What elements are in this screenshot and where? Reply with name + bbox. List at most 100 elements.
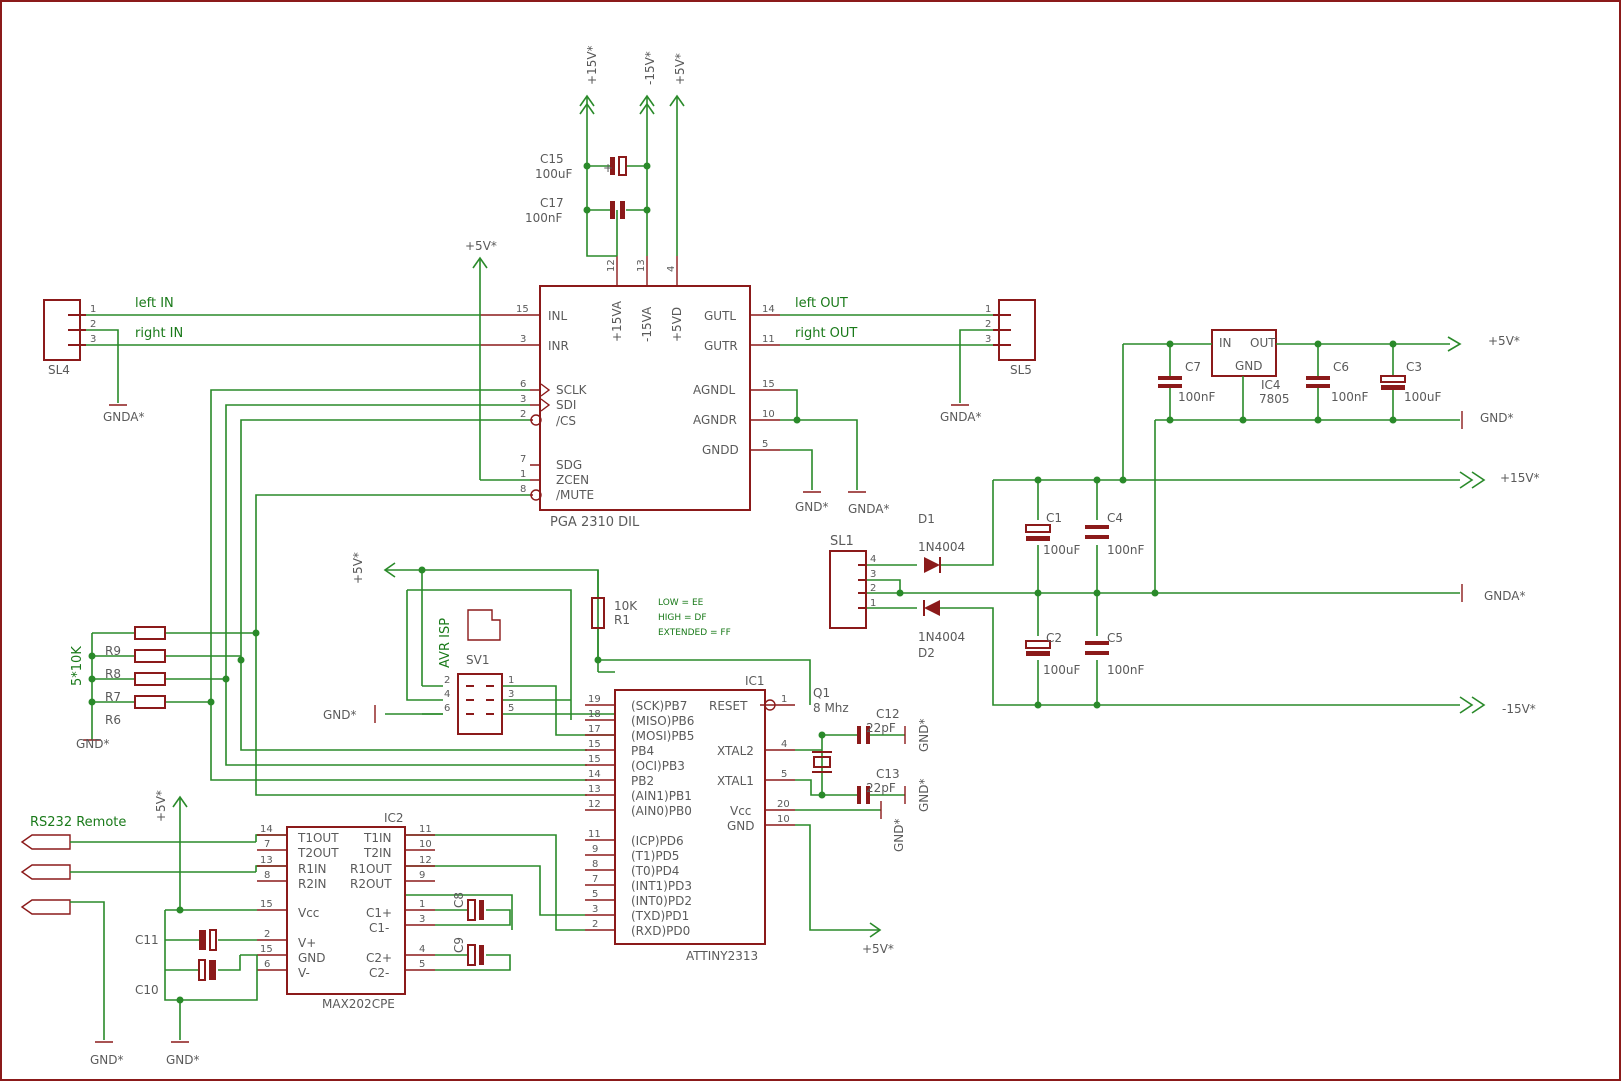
c8-label: C8 <box>452 892 466 908</box>
mcu-pin-pd5: (T1)PD5 <box>631 849 679 863</box>
r1-label: R1 <box>614 613 630 627</box>
pga-pin-m15va: -15VA <box>640 306 654 342</box>
mcu-pinnum-12: 12 <box>588 799 601 810</box>
mcu-pin-pd3: (INT1)PD3 <box>631 879 692 893</box>
mcu-pinnum-2: 2 <box>592 919 598 930</box>
fuse-high: HIGH = DF <box>658 613 707 623</box>
max-pin-c1m: C1- <box>369 921 389 935</box>
svg-text:+: + <box>603 161 613 175</box>
pga-ground-wires: GND* GNDA* <box>780 389 890 516</box>
reg-pin-out: OUT <box>1250 336 1276 350</box>
mcu-pinnum-10: 10 <box>777 814 790 825</box>
r9-label: R9 <box>105 644 121 658</box>
max-pinnum-7: 7 <box>264 839 270 850</box>
pga-pin-outl: GUTL <box>704 309 736 323</box>
pga-pin-gndd: GNDD <box>702 443 739 457</box>
pga-supply: +15V* -15V* +5V* + C15 100uF C17 100nF <box>525 45 687 257</box>
fuse-low: LOW = EE <box>658 598 704 608</box>
attiny2313-chip: (SCK)PB7 (MISO)PB6 (MOSI)PB5 PB4 (OCI)PB… <box>585 674 795 963</box>
c15-value: 100uF <box>535 167 573 181</box>
max-pin-r2in: R2IN <box>298 877 327 891</box>
max-pin-r1out: R1OUT <box>350 862 392 876</box>
max-pinnum-1: 1 <box>419 899 425 910</box>
max-pinnum-5: 5 <box>419 959 425 970</box>
fuse-ext: EXTENDED = FF <box>658 628 731 638</box>
c11-label: C11 <box>135 933 159 947</box>
net-p5-mcu: +5V* <box>862 942 894 956</box>
d2-label: D2 <box>918 646 935 660</box>
mcu-pinnum-20: 20 <box>777 799 790 810</box>
mcu-pin-pb3: (OCI)PB3 <box>631 759 685 773</box>
c12-value: 22pF <box>866 721 896 735</box>
c10-label: C10 <box>135 983 159 997</box>
gnd-rs232: GND* <box>90 1053 124 1067</box>
mcu-pin-pb2: PB2 <box>631 774 654 788</box>
crystal-circuit: Q1 8 Mhz C12 22pF C13 22pF GND* GND* GND… <box>795 686 931 956</box>
pga-pinnum-15: 15 <box>516 304 529 315</box>
gnd-c13: GND* <box>917 778 931 812</box>
sv1-caption: AVR ISP <box>438 618 453 668</box>
pga-pinnum-4: 4 <box>666 266 677 272</box>
c15-label: C15 <box>540 152 564 166</box>
sl1-pin4: 4 <box>870 554 876 565</box>
mcu-ref: IC1 <box>745 674 765 688</box>
sl1-label: SL1 <box>830 534 854 549</box>
rs232-section: RS232 Remote T1OUT T2OUT R1IN R2IN Vcc V… <box>20 790 585 1067</box>
pga-pin-cs: /CS <box>556 414 576 428</box>
gnd-reg: GND* <box>1480 411 1514 425</box>
pga-pin-agndr: AGNDR <box>693 413 737 427</box>
max-pin-t2in: T2IN <box>363 846 391 860</box>
max-pinnum-6: 6 <box>264 959 270 970</box>
net-p5-reg: +5V* <box>1488 334 1520 348</box>
max-pinnum-2: 2 <box>264 929 270 940</box>
pga-pinnum-10: 10 <box>762 409 775 420</box>
pga-pinnum-5: 5 <box>762 439 768 450</box>
max-pinnum-12: 12 <box>419 855 432 866</box>
mcu-pinnum-15b: 15 <box>588 754 601 765</box>
mcu-pinnum-15a: 15 <box>588 739 601 750</box>
rail-circuit: SL1 D1 1N4004 1N4004 D2 C1 100uF C4 100n… <box>829 471 1540 716</box>
mcu-pin-pd2: (INT0)PD2 <box>631 894 692 908</box>
pga-pin-inl: INL <box>548 309 568 323</box>
mcu-pinnum-4: 4 <box>781 739 787 750</box>
c1-value: 100uF <box>1043 543 1081 557</box>
max-pinnum-4: 4 <box>419 944 425 955</box>
mcu-pin-pd6: (ICP)PD6 <box>631 834 684 848</box>
reg-value: 7805 <box>1259 392 1290 406</box>
pga-pinnum-13: 13 <box>636 259 647 272</box>
pga-pin-inr: INR <box>548 339 569 353</box>
net-p5-isp: +5V* <box>351 552 365 584</box>
r7-label: R7 <box>105 690 121 704</box>
pga2310-chip: INL INR SCLK SDI /CS SDG ZCEN /MUTE +15V… <box>480 256 780 530</box>
mcu-pin-reset: RESET <box>709 699 748 713</box>
d2-value: 1N4004 <box>918 630 965 644</box>
pga-pinnum-3: 3 <box>520 334 526 345</box>
net-p15-top: +15V* <box>585 45 599 85</box>
max-pinnum-9: 9 <box>419 870 425 881</box>
max-pin-gnd: GND <box>298 951 326 965</box>
sl4-connector: SL4 1 2 3 left IN right IN GNDA* <box>43 296 480 424</box>
c13-label: C13 <box>876 767 900 781</box>
pga-pinnum-1: 1 <box>520 469 526 480</box>
mcu-pinnum-17: 17 <box>588 724 601 735</box>
max-pin-vcc: Vcc <box>298 906 319 920</box>
net-left-out: left OUT <box>795 296 848 311</box>
net-m15-rail: -15V* <box>1502 702 1536 716</box>
mcu-pinnum-13: 13 <box>588 784 601 795</box>
gnd-isp: GND* <box>323 708 357 722</box>
pga-pin-p5vd: +5VD <box>670 307 684 342</box>
r1-value: 10K <box>614 599 638 613</box>
pga-pinnum-6: 6 <box>520 379 526 390</box>
q1-value: 8 Mhz <box>813 701 849 715</box>
c17-label: C17 <box>540 196 564 210</box>
pga-pin-sclk: SCLK <box>556 383 588 397</box>
max-pin-r2out: R2OUT <box>350 877 392 891</box>
gnda-sl5: GNDA* <box>940 410 982 424</box>
max-pin-r1in: R1IN <box>298 862 327 876</box>
c2-value: 100uF <box>1043 663 1081 677</box>
mcu-pin-vcc: Vcc <box>730 804 751 818</box>
mcu-pinnum-1: 1 <box>781 694 787 705</box>
sl1-pin1: 1 <box>870 598 876 609</box>
